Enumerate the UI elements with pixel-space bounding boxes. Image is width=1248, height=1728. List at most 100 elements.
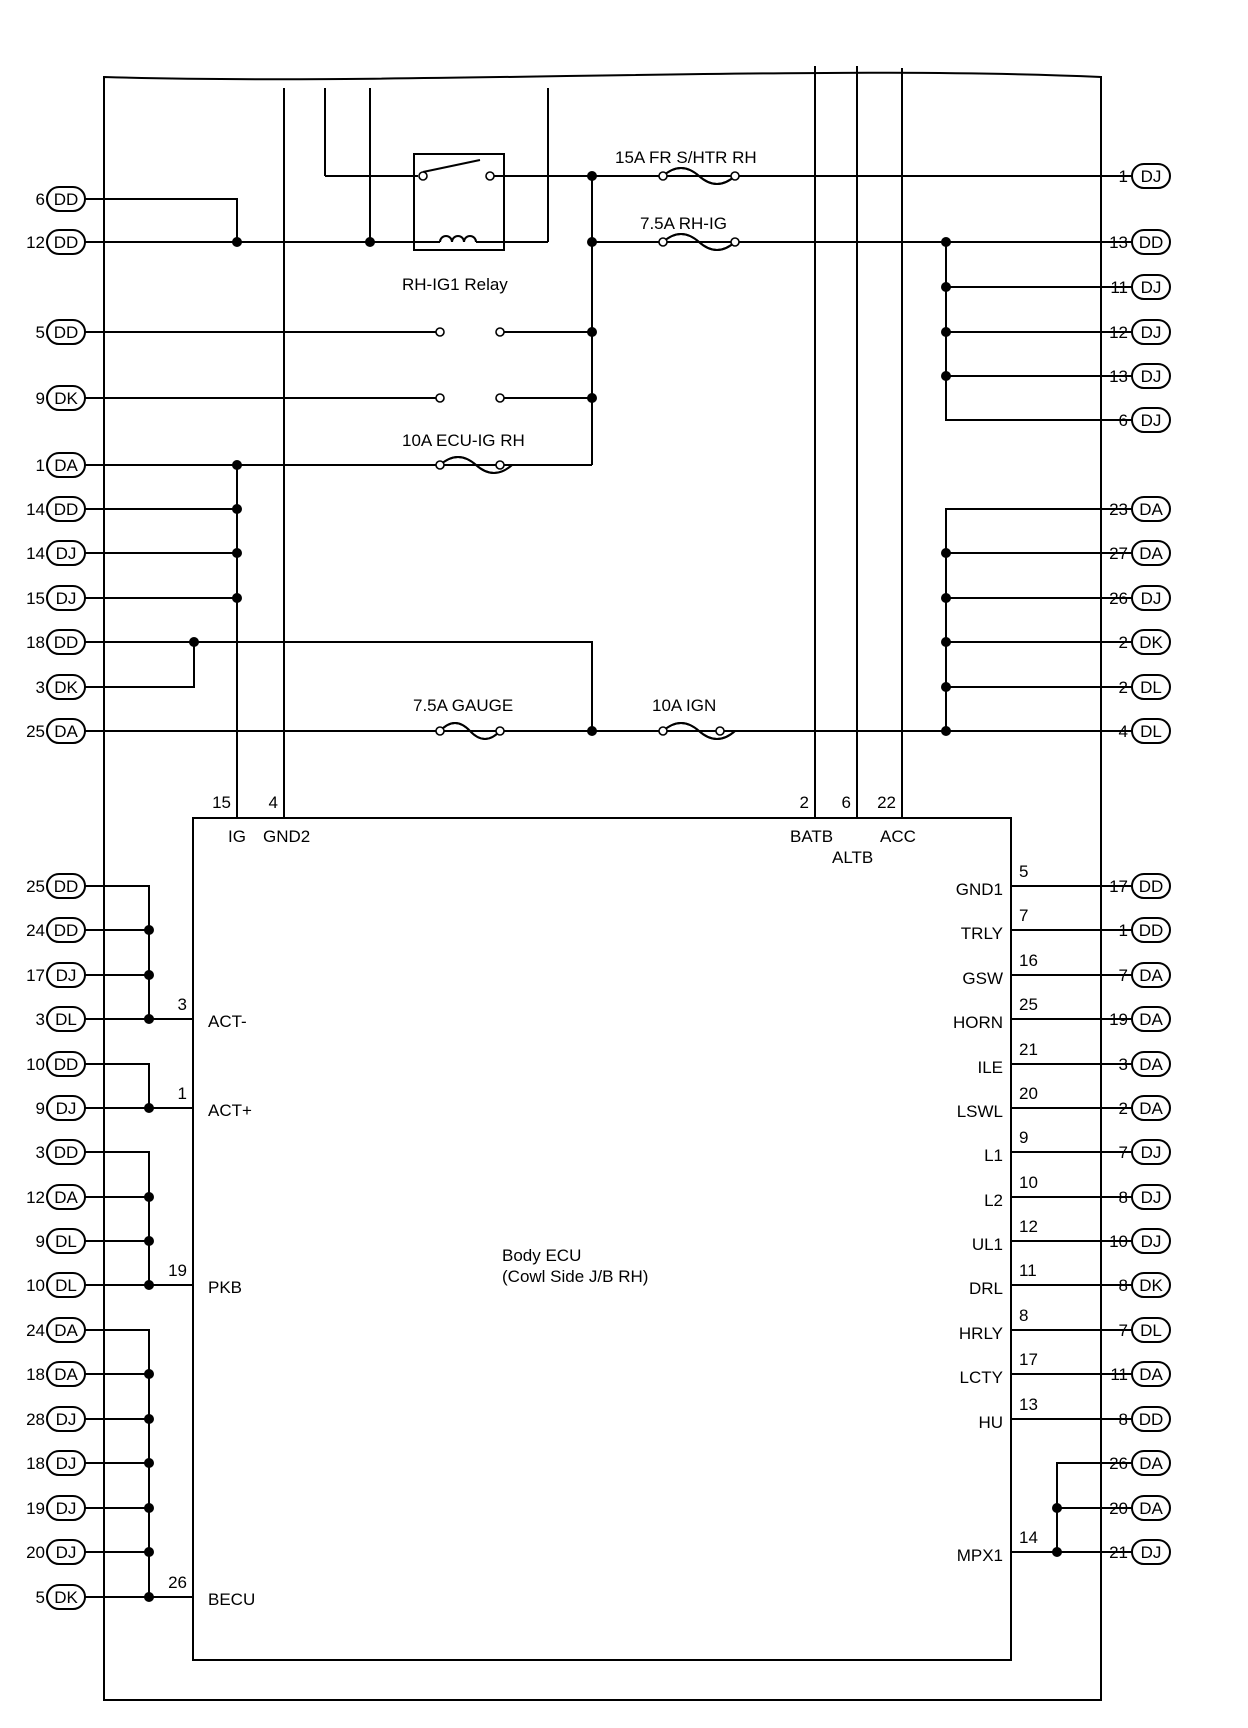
left-connector-code: DD (54, 1143, 79, 1162)
fuse-fr-shtr: 15A FR S/HTR RH (615, 148, 757, 185)
ecu-right-pin-label: TRLY (961, 924, 1003, 943)
ecu-right-pin-number: 21 (1019, 1040, 1038, 1059)
left-connector-code: DL (55, 1276, 77, 1295)
left-connector-pin: 24 (26, 921, 45, 940)
left-connector-code: DJ (56, 544, 77, 563)
ecu-top-pin-number: 15 (212, 793, 231, 812)
ecu-right-pin-label: DRL (969, 1279, 1003, 1298)
ecu-top-pin-label: GND2 (263, 827, 310, 846)
ecu-top-pin-number: 2 (800, 793, 809, 812)
left-connector-pin: 10 (26, 1276, 45, 1295)
right-connector: DJ (1131, 585, 1171, 611)
right-connector: DA (1131, 1095, 1171, 1121)
ecu-right-pin-label: HU (978, 1413, 1003, 1432)
left-connector: DL (46, 1272, 86, 1298)
ecu-subtitle: (Cowl Side J/B RH) (502, 1267, 648, 1286)
left-connector-code: DJ (56, 1543, 77, 1562)
right-connector-code: DJ (1141, 367, 1162, 386)
left-connector-pin: 12 (26, 1188, 45, 1207)
ecu-left-pin-label: ACT- (208, 1012, 247, 1031)
left-connector: DJ (46, 1495, 86, 1521)
right-connector-code: DA (1139, 1499, 1163, 1518)
left-connector-pin: 3 (36, 1010, 45, 1029)
right-connector: DD (1131, 1406, 1171, 1432)
junction-dots-upper (189, 171, 951, 736)
left-connector-pin: 3 (36, 1143, 45, 1162)
left-connector-code: DJ (56, 966, 77, 985)
right-connector: DL (1131, 718, 1171, 744)
right-connector: DJ (1131, 1228, 1171, 1254)
left-connector-pin: 9 (36, 1232, 45, 1251)
left-connector-code: DD (54, 233, 79, 252)
left-connector: DA (46, 1184, 86, 1210)
ecu-top-pin-number: 6 (842, 793, 851, 812)
left-connector: DK (46, 1584, 86, 1610)
ecu-left-pin-number: 26 (168, 1573, 187, 1592)
ecu-right-pin-label: L1 (984, 1146, 1003, 1165)
ecu-right-pin-label: GND1 (956, 880, 1003, 899)
left-connector-pin: 3 (36, 678, 45, 697)
ecu-right-pin-label: MPX1 (957, 1546, 1003, 1565)
ecu-right-pin-label: LCTY (960, 1368, 1003, 1387)
ecu-right-pin-label: ILE (977, 1058, 1003, 1077)
fuse-ecu-ig-label: 10A ECU-IG RH (402, 431, 525, 450)
right-connector: DL (1131, 674, 1171, 700)
right-connector: DJ (1131, 319, 1171, 345)
ecu-top-pin-label: IG (228, 827, 246, 846)
ecu-left-pin-number: 19 (168, 1261, 187, 1280)
left-connector-pin: 25 (26, 877, 45, 896)
right-connector: DD (1131, 917, 1171, 943)
right-connector-code: DA (1139, 1099, 1163, 1118)
left-connector: DA (46, 1361, 86, 1387)
ecu-right-pin-number: 14 (1019, 1528, 1038, 1547)
left-connector: DJ (46, 1450, 86, 1476)
ecu-top-pin-label: ALTB (832, 848, 873, 867)
right-connector-code: DA (1139, 966, 1163, 985)
ecu-right-pin-label: LSWL (957, 1102, 1003, 1121)
right-connector: DA (1131, 1450, 1171, 1476)
left-connector: DD (46, 496, 86, 522)
left-connector: DJ (46, 1539, 86, 1565)
left-connector: DK (46, 385, 86, 411)
ecu-right-pin-number: 10 (1019, 1173, 1038, 1192)
left-connector-code: DL (55, 1232, 77, 1251)
right-connector-code: DL (1140, 1321, 1162, 1340)
junction-block-frame (103, 71, 1102, 1701)
right-connector-code: DD (1139, 233, 1164, 252)
fuse-ign-label: 10A IGN (652, 696, 716, 715)
left-connector-code: DD (54, 921, 79, 940)
left-connector-pin: 28 (26, 1410, 45, 1429)
left-connector-code: DD (54, 190, 79, 209)
switch-contacts (435, 327, 505, 403)
left-connector: DD (46, 229, 86, 255)
internal-wiring (104, 176, 1101, 732)
right-connector: DD (1131, 873, 1171, 899)
right-connector-code: DD (1139, 921, 1164, 940)
ecu-left-pin-number: 3 (178, 995, 187, 1014)
fuse-rh-ig-label: 7.5A RH-IG (640, 214, 727, 233)
left-connector: DK (46, 674, 86, 700)
left-connector-pin: 5 (36, 1588, 45, 1607)
left-connector: DD (46, 917, 86, 943)
right-connector: DJ (1131, 163, 1171, 189)
left-connector-pin: 9 (36, 389, 45, 408)
right-connector: DA (1131, 496, 1171, 522)
left-connector-code: DA (54, 722, 78, 741)
ecu-right-pin-label: HRLY (959, 1324, 1003, 1343)
left-connector: DD (46, 1139, 86, 1165)
ecu-right-pin-number: 25 (1019, 995, 1038, 1014)
left-connector: DJ (46, 540, 86, 566)
right-connector-code: DA (1139, 1010, 1163, 1029)
left-connector-code: DK (54, 389, 78, 408)
right-connector: DK (1131, 629, 1171, 655)
right-connector-code: DJ (1141, 323, 1162, 342)
left-connector: DL (46, 1006, 86, 1032)
lower-left-wiring (104, 885, 193, 1602)
right-connector-code: DK (1139, 1276, 1163, 1295)
right-connector-code: DA (1139, 1454, 1163, 1473)
ecu-left-pin-label: ACT+ (208, 1101, 252, 1120)
left-connector: DD (46, 319, 86, 345)
right-connector: DJ (1131, 1539, 1171, 1565)
